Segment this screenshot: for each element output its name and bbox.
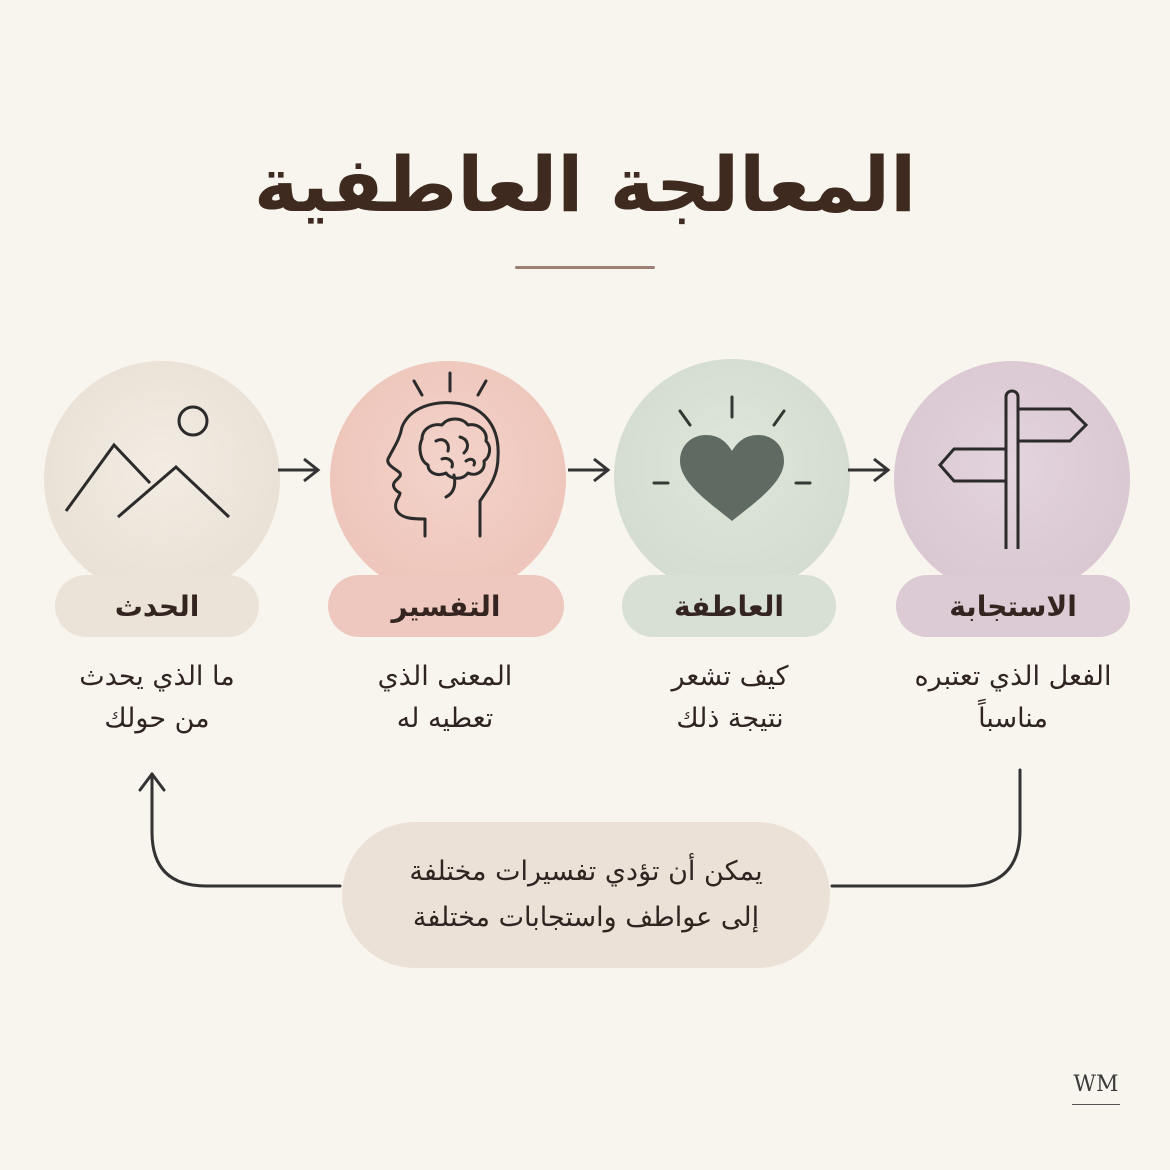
desc-line: ما الذي يحدث xyxy=(79,661,235,692)
emotion-circle xyxy=(614,359,850,595)
interpretation-circle xyxy=(330,361,566,597)
logo-underline xyxy=(1072,1104,1120,1105)
page-title: المعالجة العاطفية xyxy=(253,140,917,229)
step-desc-interpretation: المعنى الذي تعطيه له xyxy=(315,656,575,740)
step-desc-event: ما الذي يحدث من حولك xyxy=(27,656,287,740)
desc-line: نتيجة ذلك xyxy=(676,703,784,734)
head-brain-icon xyxy=(386,371,500,538)
step-desc-response: الفعل الذي تعتبره مناسباً xyxy=(883,656,1143,740)
desc-line: المعنى الذي xyxy=(377,661,513,692)
title-divider xyxy=(515,266,655,269)
arrow-right-icon xyxy=(278,457,321,483)
insight-note: يمكن أن تؤدي تفسيرات مختلفة إلى عواطف وا… xyxy=(342,822,830,968)
desc-line: تعطيه له xyxy=(396,703,494,734)
glowing-heart-icon xyxy=(652,395,812,521)
arrow-right-icon xyxy=(568,457,611,483)
note-line: يمكن أن تؤدي تفسيرات مختلفة xyxy=(409,856,763,887)
signpost-icon xyxy=(938,389,1089,549)
desc-line: الفعل الذي تعتبره xyxy=(914,661,1112,692)
step-desc-emotion: كيف تشعر نتيجة ذلك xyxy=(600,656,860,740)
step-label-response: الاستجابة xyxy=(896,575,1130,637)
step-label-event: الحدث xyxy=(55,575,259,637)
desc-line: مناسباً xyxy=(978,703,1048,734)
note-line: إلى عواطف واستجابات مختلفة xyxy=(412,902,760,933)
response-circle xyxy=(894,361,1130,597)
desc-line: كيف تشعر xyxy=(671,661,789,692)
step-label-emotion: العاطفة xyxy=(622,575,836,637)
mountains-sun-icon xyxy=(64,405,231,519)
arrow-right-icon xyxy=(848,457,891,483)
desc-line: من حولك xyxy=(104,703,210,734)
event-circle xyxy=(44,361,280,597)
step-label-interpretation: التفسير xyxy=(328,575,564,637)
brand-logo: WM xyxy=(1073,1072,1119,1097)
